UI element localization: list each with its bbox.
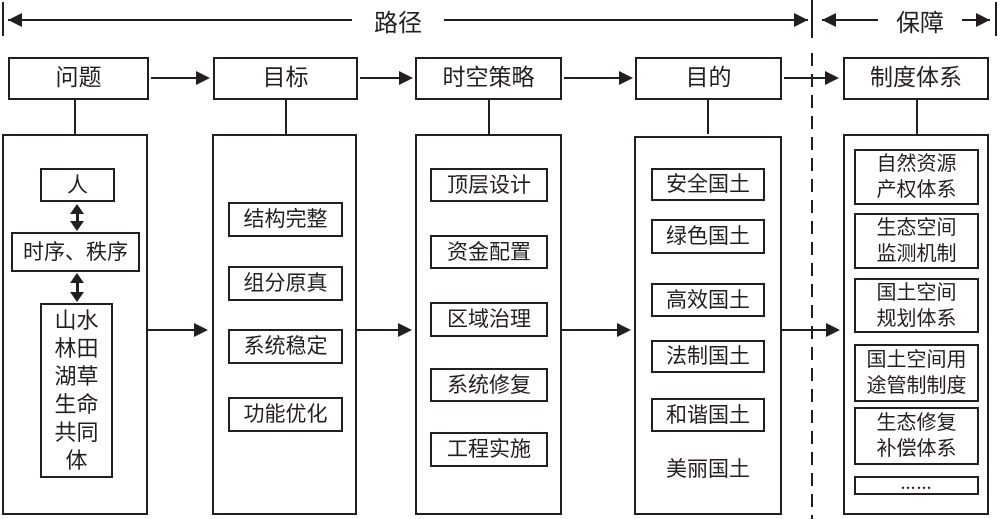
goal-item-stability: 系统稳定 bbox=[228, 329, 343, 364]
container-institution bbox=[843, 134, 989, 515]
section-divider-dashed-line bbox=[811, 53, 813, 519]
connector-goal bbox=[285, 100, 287, 134]
institution-item-spatial-planning: 国土空间 规划体系 bbox=[854, 278, 979, 333]
right-boundary-tick bbox=[995, 2, 997, 36]
container-purpose bbox=[634, 136, 782, 515]
guarantee-scope-label: 保障 bbox=[878, 2, 962, 38]
institution-item-eco-compensation: 生态修复 补偿体系 bbox=[854, 407, 979, 465]
problem-item-life-community: 山水 林田 湖草 生命 共同 体 bbox=[40, 303, 113, 478]
purpose-footer-beautiful: 美丽国土 bbox=[666, 457, 750, 481]
institution-item-property-rights: 自然资源 产权体系 bbox=[854, 149, 979, 205]
arrow-purpose-to-institution bbox=[784, 71, 839, 85]
header-purpose: 目的 bbox=[635, 57, 782, 100]
header-problem: 问题 bbox=[8, 57, 149, 100]
arrow-problem-to-goal bbox=[151, 71, 210, 85]
container-goal bbox=[212, 134, 357, 515]
goal-item-structure: 结构完整 bbox=[228, 202, 343, 237]
institution-item-ellipsis: …… bbox=[854, 476, 979, 495]
purpose-item-efficient: 高效国土 bbox=[651, 283, 765, 317]
connector-strategy bbox=[488, 100, 490, 134]
strategy-item-funding: 资金配置 bbox=[430, 235, 548, 269]
connector-purpose bbox=[707, 100, 709, 134]
connector-institution bbox=[916, 100, 918, 134]
goal-item-components: 组分原真 bbox=[228, 266, 343, 301]
header-institution: 制度体系 bbox=[843, 57, 989, 100]
strategy-item-restoration: 系统修复 bbox=[430, 368, 548, 402]
arrow-goal-to-strategy bbox=[360, 71, 413, 85]
institution-item-land-use-control: 国土空间用 途管制制度 bbox=[854, 344, 979, 402]
arrow-container-purpose-to-institution bbox=[782, 323, 840, 337]
arrow-container-strategy-to-purpose bbox=[562, 323, 631, 337]
double-arrow-people-order bbox=[70, 204, 84, 231]
arrow-container-goal-to-strategy bbox=[357, 323, 412, 337]
strategy-item-regional: 区域治理 bbox=[430, 302, 548, 337]
purpose-item-harmonious: 和谐国土 bbox=[651, 398, 765, 432]
divider-top-tick bbox=[811, 0, 813, 38]
purpose-item-safe: 安全国土 bbox=[651, 168, 765, 201]
container-strategy bbox=[415, 134, 562, 515]
path-scope-label: 路径 bbox=[352, 2, 444, 38]
connector-problem bbox=[74, 100, 76, 134]
left-boundary-tick bbox=[2, 2, 4, 36]
goal-item-function: 功能优化 bbox=[228, 397, 343, 432]
problem-item-people: 人 bbox=[40, 168, 115, 202]
header-goal: 目标 bbox=[213, 57, 358, 100]
container-problem bbox=[2, 134, 148, 515]
header-strategy: 时空策略 bbox=[415, 57, 562, 100]
purpose-item-legal: 法制国土 bbox=[651, 340, 765, 373]
strategy-item-top-design: 顶层设计 bbox=[430, 168, 548, 202]
strategy-item-implementation: 工程实施 bbox=[430, 432, 548, 467]
arrow-strategy-to-purpose bbox=[564, 71, 633, 85]
arrow-container-problem-to-goal bbox=[148, 323, 208, 337]
problem-item-order: 时序、秩序 bbox=[11, 232, 140, 272]
purpose-item-green: 绿色国土 bbox=[651, 219, 765, 254]
institution-item-eco-monitoring: 生态空间 监测机制 bbox=[854, 213, 979, 269]
double-arrow-order-community bbox=[70, 273, 84, 302]
